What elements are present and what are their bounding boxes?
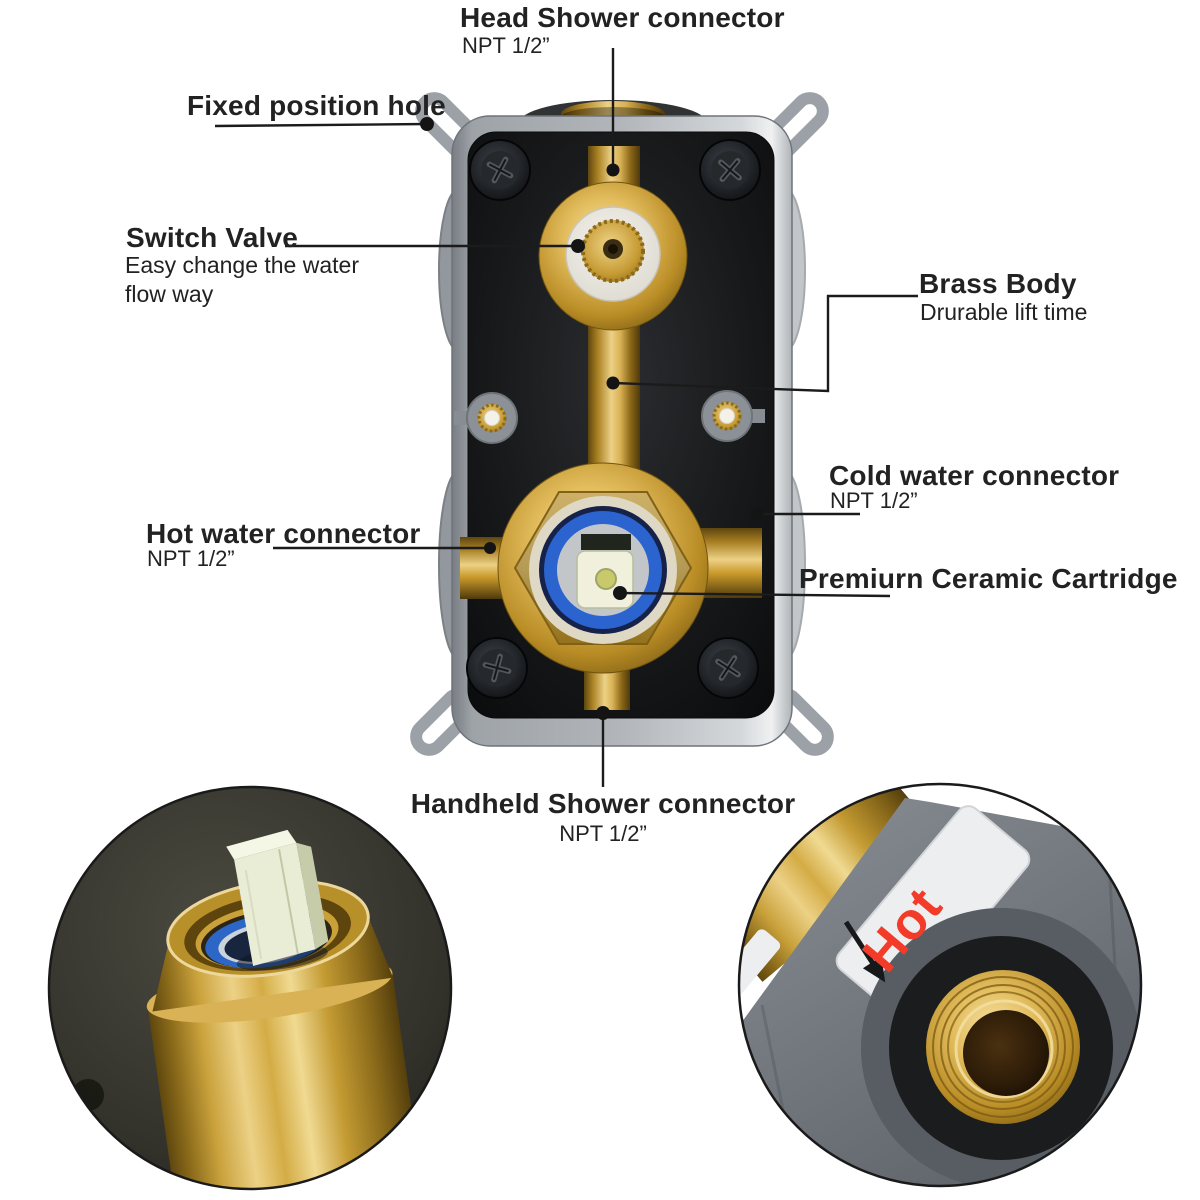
label-hot-water-spec: NPT 1/2” (147, 546, 235, 571)
inset-cartridge-closeup (47, 785, 453, 1191)
leader-cartridge (613, 586, 891, 600)
screw-icon (466, 637, 528, 699)
label-brass-body-title: Brass Body (919, 268, 1077, 299)
label-handheld-title: Handheld Shower connector (410, 788, 796, 819)
leader-fixed-hole (214, 117, 434, 131)
case-screws (466, 139, 761, 699)
leader-handheld (596, 706, 610, 787)
label-switch-valve-title: Switch Valve (126, 222, 299, 253)
inset-hot-port-closeup (737, 782, 1143, 1188)
leader-brass-body (606, 294, 918, 393)
leader-switch-valve (285, 239, 585, 253)
label-hot-water-title: Hot water connector (146, 518, 421, 549)
label-handheld-spec: NPT 1/2” (559, 821, 647, 846)
screw-icon (699, 139, 761, 201)
ceramic-cartridge (497, 462, 709, 674)
leader-hot-water (273, 542, 496, 554)
leader-head-shower (606, 48, 620, 177)
leader-cold-water (751, 508, 860, 520)
leader-lines (214, 48, 918, 787)
screw-icon (469, 139, 531, 201)
screw-icon (697, 637, 759, 699)
label-cold-water-title: Cold water connector (829, 460, 1120, 491)
label-head-shower-spec: NPT 1/2” (462, 33, 550, 58)
hot-arrow-icon (843, 920, 886, 983)
hot-sticker-sliver (739, 929, 781, 995)
mid-screw-holes (454, 390, 765, 444)
label-fixed-hole-title: Fixed position hole (187, 90, 446, 121)
switch-valve (538, 181, 688, 331)
cartridge-stem (226, 829, 329, 967)
label-switch-valve-desc: Easy change the water flow way (125, 252, 359, 307)
hot-water-port (926, 970, 1080, 1124)
label-head-shower-title: Head Shower connector (460, 2, 785, 33)
label-brass-body-desc: Drurable lift time (920, 299, 1088, 325)
label-cartridge-title: Premiurn Ceramic Cartridge (799, 563, 1178, 594)
valve-assembly (410, 92, 834, 756)
label-cold-water-spec: NPT 1/2” (830, 488, 918, 513)
cartridge-stem-hole (595, 568, 617, 590)
